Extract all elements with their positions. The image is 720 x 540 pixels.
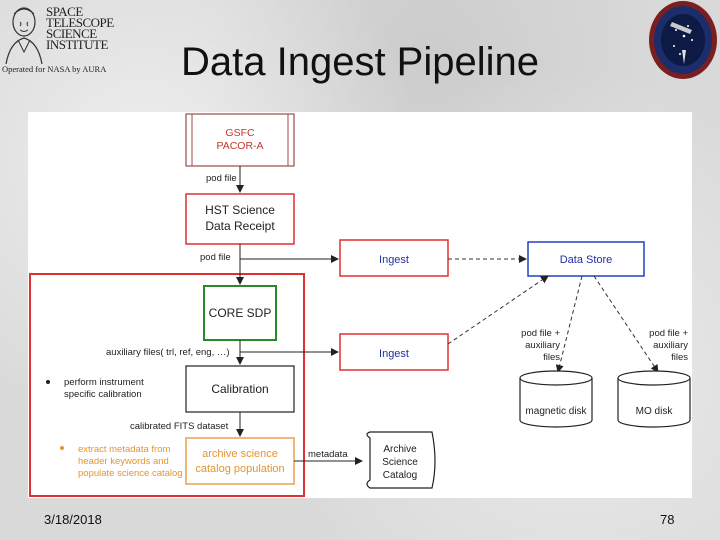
hst-label-2: Data Receipt	[205, 219, 275, 233]
stsci-portrait-icon	[5, 7, 43, 65]
stsci-logo: SPACE TELESCOPE SCIENCE INSTITUTE Operat…	[0, 0, 122, 80]
archive-population-line-1: archive science	[202, 448, 278, 460]
logo-line: TELESCOPE	[46, 15, 114, 30]
pod-aux-left-line-1: pod file +	[521, 328, 560, 339]
pod-aux-left-line-2: auxiliary	[525, 340, 560, 351]
pipeline-diagram: GSFC PACOR-A pod file HST Science Data R…	[28, 112, 692, 498]
logo-line: SCIENCE	[46, 26, 97, 41]
data-store-box: Data Store	[527, 241, 645, 277]
calibrated-fits-label: calibrated FITS dataset	[130, 421, 229, 432]
hst-label-1: HST Science	[205, 203, 275, 217]
metadata-bullet-line-2: header keywords and	[78, 456, 169, 467]
arrow-ingest2-datastore	[447, 275, 549, 345]
logo-operated-text: Operated for NASA by AURA	[2, 64, 107, 74]
core-sdp-label: CORE SDP	[209, 306, 272, 320]
ingest-box-1: Ingest	[339, 239, 449, 277]
arrow-datastore-magnetic	[555, 275, 583, 373]
mo-disk-cylinder: MO disk	[617, 370, 691, 428]
arrow-datastore-mo	[593, 275, 659, 373]
catalog-line-3: Catalog	[383, 470, 417, 481]
calibration-box: Calibration	[185, 365, 295, 413]
pipeline-diagram-svg: GSFC PACOR-A pod file HST Science Data R…	[29, 113, 691, 497]
processing-container	[29, 273, 305, 497]
mission-patch-logo	[646, 0, 720, 82]
calibration-label: Calibration	[211, 382, 268, 396]
pacor-label: PACOR-A	[216, 140, 263, 152]
hst-receipt-box: HST Science Data Receipt	[185, 193, 295, 245]
logo-line: SPACE	[46, 4, 83, 19]
pod-aux-right-line-2: auxiliary	[653, 340, 688, 351]
pod-aux-left-line-3: files	[543, 352, 560, 363]
bullet-icon	[60, 446, 64, 450]
logo-line: INSTITUTE	[46, 37, 108, 52]
archive-population-line-2: catalog population	[195, 463, 284, 475]
core-sdp-box: CORE SDP	[203, 285, 277, 341]
stsci-wordmark: SPACE TELESCOPE SCIENCE INSTITUTE	[46, 4, 114, 52]
slide-title: Data Ingest Pipeline	[180, 40, 539, 84]
metadata-label: metadata	[308, 449, 348, 460]
catalog-line-2: Science	[382, 457, 418, 468]
ingest-label-2: Ingest	[379, 348, 409, 360]
footer-page-number: 78	[660, 512, 675, 527]
ingest-box-2: Ingest	[339, 333, 449, 371]
magnetic-disk-cylinder: magnetic disk	[519, 370, 593, 428]
magnetic-disk-label: magnetic disk	[525, 406, 587, 417]
pod-aux-right-line-1: pod file +	[649, 328, 688, 339]
pod-file-label-1: pod file	[206, 173, 237, 184]
mission-patch-icon	[649, 1, 717, 79]
ingest-label-1: Ingest	[379, 254, 409, 266]
mo-disk-label: MO disk	[636, 406, 674, 417]
calibration-bullet-line-1: perform instrument	[64, 377, 144, 388]
data-store-label: Data Store	[560, 254, 613, 266]
metadata-bullet-line-1: extract metadata from	[78, 444, 170, 455]
pod-aux-right-line-3: files	[671, 352, 688, 363]
catalog-line-1: Archive	[383, 444, 417, 455]
gsfc-label: GSFC	[225, 127, 255, 139]
gsfc-pacor-box: GSFC PACOR-A	[185, 113, 295, 167]
archive-science-catalog-shape: Archive Science Catalog	[366, 431, 436, 489]
bullet-icon	[46, 380, 50, 384]
aux-files-label: auxiliary files( trl, ref, eng, …)	[106, 347, 230, 358]
footer-date: 3/18/2018	[44, 512, 102, 527]
pod-file-label-2: pod file	[200, 252, 231, 263]
archive-population-box: archive science catalog population	[185, 437, 295, 485]
metadata-bullet-line-3: populate science catalog	[78, 468, 183, 479]
calibration-bullet-line-2: specific calibration	[64, 389, 142, 400]
